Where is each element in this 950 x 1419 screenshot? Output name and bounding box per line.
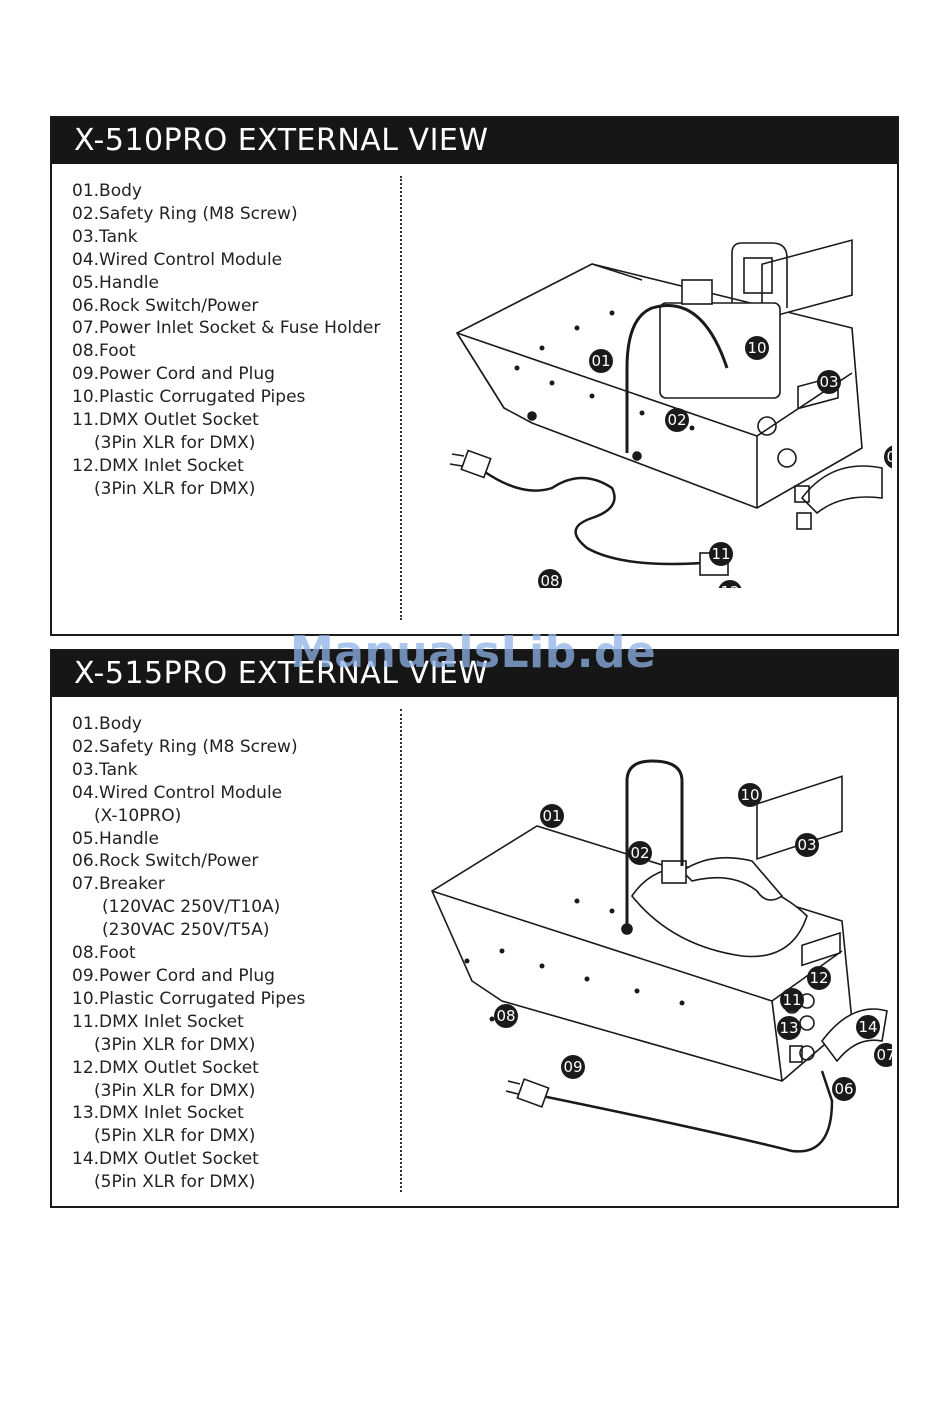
part-item: 09.Power Cord and Plug [72,364,275,385]
callout-label: 06 [834,1080,853,1098]
callout-label: 04 [886,448,892,466]
callout-label: 12 [809,969,828,987]
parts-list: 01.Body 02.Safety Ring (M8 Screw) 03.Tan… [72,713,305,1194]
part-item: 08.Foot [72,341,136,362]
part-item: 01.Body [72,181,142,201]
callout-label: 09 [563,1058,582,1076]
callout-label: 12 [720,583,739,588]
callout-label: 10 [740,786,759,804]
callout-label: 01 [591,352,610,370]
part-item: 10.Plastic Corrugated Pipes [72,988,306,1009]
part-item: 07.Power Inlet Socket & Fuse Holder [72,318,381,339]
callout-label: 02 [630,844,649,862]
section-title: X-515PRO EXTERNAL VIEW [52,651,897,697]
part-item-detail: (5Pin XLR for DMX) [94,1126,256,1147]
part-item: 09.Power Cord and Plug [72,965,275,986]
callout-label: 11 [782,991,801,1009]
callout-label: 11 [711,545,730,563]
callout-label: 13 [779,1019,798,1037]
part-item-detail: (5Pin XLR for DMX) [94,1172,256,1193]
callout-label: 02 [667,411,686,429]
part-item: 05.Handle [72,272,159,293]
part-item: 11.DMX Outlet Socket [72,410,259,431]
x515pro-section: X-515PRO EXTERNAL VIEW 01.Body 02.Safety… [50,649,899,1208]
x515pro-diagram: 01 02 03 04 05 06 07 08 09 10 11 12 13 1… [430,759,892,1153]
part-item: 12.DMX Outlet Socket [72,1057,259,1078]
part-item: 06.Rock Switch/Power [72,295,259,316]
callout-markers: 01 02 03 04 05 06 07 08 09 10 11 12 [538,336,892,588]
part-item: 02.Safety Ring (M8 Screw) [72,736,298,757]
part-item: 11.DMX Inlet Socket [72,1011,244,1032]
part-item: 08.Foot [72,943,136,964]
x510pro-diagram: 01 02 03 04 05 06 07 08 09 10 11 12 [449,239,892,588]
part-item: 13.DMX Inlet Socket [72,1103,244,1124]
callout-label: 03 [797,836,816,854]
part-item: 01.Body [72,714,142,734]
callout-label: 14 [858,1018,877,1036]
part-item: 14.DMX Outlet Socket [72,1149,259,1170]
part-item: 10.Plastic Corrugated Pipes [72,387,306,408]
callout-label: 10 [747,339,766,357]
part-item: 02.Safety Ring (M8 Screw) [72,203,298,224]
part-item: 03.Tank [72,759,138,780]
part-item: 12.DMX Inlet Socket [72,455,244,476]
part-item: 05.Handle [72,828,159,849]
part-item: 06.Rock Switch/Power [72,851,259,872]
part-item-detail: (230VAC 250V/T5A) [102,920,270,941]
part-item: 07.Breaker [72,874,165,895]
callout-label: 07 [876,1046,892,1064]
part-item-detail: (3Pin XLR for DMX) [94,1080,256,1101]
dotted-divider [400,709,402,1192]
part-item: 04.Wired Control Module [72,782,283,803]
parts-list: 01.Body 02.Safety Ring (M8 Screw) 03.Tan… [72,180,380,501]
callout-label: 01 [542,807,561,825]
callout-label: 08 [540,572,559,588]
x510pro-section: X-510PRO EXTERNAL VIEW 01.Body 02.Safety… [50,116,899,636]
part-item-detail: (3Pin XLR for DMX) [94,1034,256,1055]
callout-markers: 01 02 03 04 05 06 07 08 09 10 11 12 13 1… [494,783,892,1101]
part-item: 03.Tank [72,226,138,247]
part-item-detail: (X-10PRO) [94,805,182,826]
callout-label: 03 [819,373,838,391]
part-item-detail: (3Pin XLR for DMX) [94,478,256,499]
part-item-detail: (120VAC 250V/T10A) [102,897,281,918]
part-item-detail: (3Pin XLR for DMX) [94,432,256,453]
dotted-divider [400,176,402,620]
part-item: 04.Wired Control Module [72,249,283,270]
watermark: ManualsLib.de [290,627,657,678]
section-title: X-510PRO EXTERNAL VIEW [52,118,897,164]
callout-label: 08 [496,1007,515,1025]
